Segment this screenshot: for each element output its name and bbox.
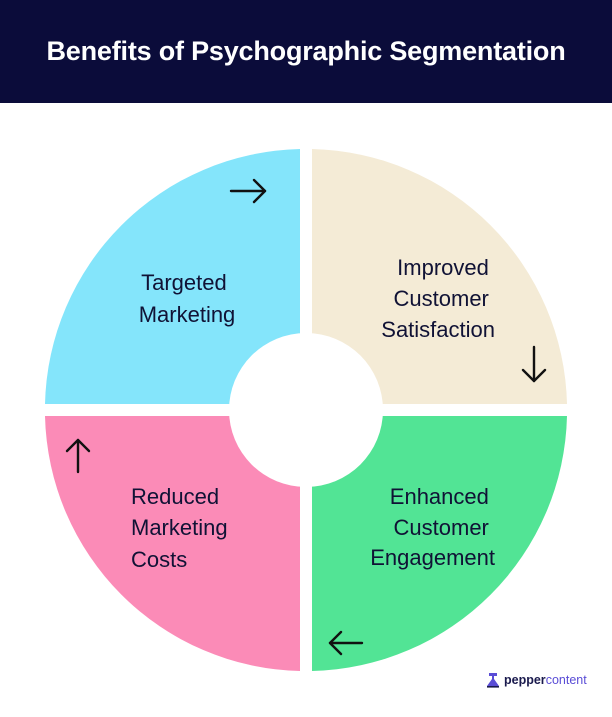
quadrant-targeted-marketing [45,149,300,404]
arrow-right-icon [229,178,267,204]
center-hole [229,333,383,487]
header-banner: Benefits of Psychographic Segmentation [0,0,612,103]
arrow-up-icon [65,438,91,474]
label-improved-customer-satisfaction: Improved Customer Satisfaction [381,255,495,342]
label-line: Enhanced [390,484,489,509]
label-targeted-marketing: Targeted Marketing [139,270,236,327]
pepper-content-logo-icon [487,673,499,688]
label-line: Customer [394,286,489,311]
label-reduced-marketing-costs: Reduced Marketing Costs [131,484,234,572]
label-line: Customer [394,515,489,540]
quadrant-enhanced-customer-engagement [312,416,567,671]
arrow-down-icon [521,345,547,383]
logo-text-content: content [545,673,587,687]
page-title: Benefits of Psychographic Segmentation [46,36,566,66]
quadrant-reduced-marketing-costs [45,416,300,671]
brand-logo: peppercontent [486,672,587,688]
label-enhanced-customer-engagement: Enhanced Customer Engagement [370,484,495,570]
label-line: Engagement [370,545,495,570]
arrow-left-icon [328,630,364,656]
label-line: Improved [397,255,489,280]
logo-text-pepper: pepper [504,673,546,687]
quadrant-improved-customer-satisfaction [312,149,567,404]
label-line: Marketing [139,302,236,327]
label-line: Reduced [131,484,219,509]
label-line: Targeted [141,270,227,295]
label-line: Costs [131,547,187,572]
label-line: Satisfaction [381,317,495,342]
label-line: Marketing [131,515,228,540]
